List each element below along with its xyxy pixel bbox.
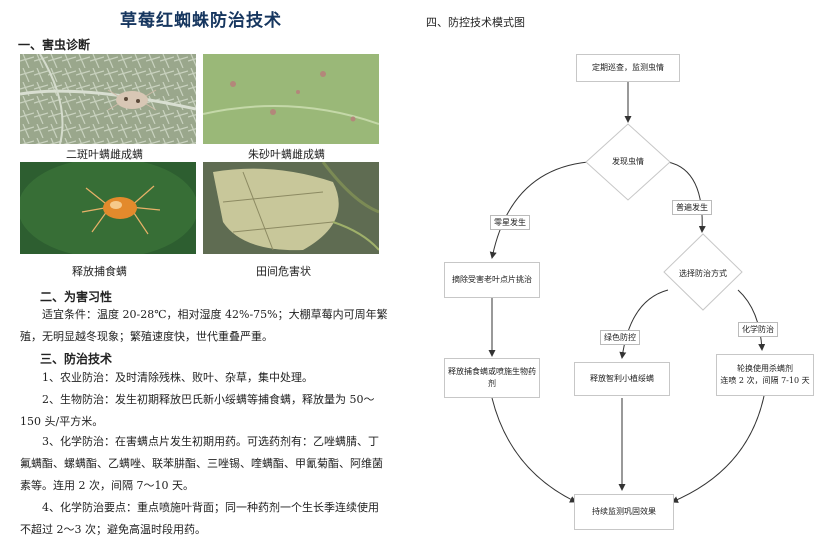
flowchart-title: 四、防控技术模式图: [426, 16, 525, 29]
caption-carmine-mite: 朱砂叶螨雌成螨: [248, 148, 325, 161]
label-sparse-occurrence: 零星发生: [490, 215, 530, 230]
photo-carmine-mite: [203, 54, 379, 144]
right-page: 四、防控技术模式图: [400, 0, 834, 546]
label-common-occurrence: 普遍发生: [672, 200, 712, 215]
tech-chemical-points: 4、化学防治要点：重点喷施叶背面；同一种药剂一个生长季连续使用不超过 2～3 次…: [20, 501, 379, 536]
node-rotate-acaricide: 轮换使用杀螨剂 连喷 2 次，间隔 7-10 天: [716, 354, 814, 396]
photo-field-damage: [203, 162, 379, 254]
page-title: 草莓红蜘蛛防治技术: [120, 11, 282, 31]
section-habit-heading: 二、为害习性: [40, 290, 113, 304]
left-page: 草莓红蜘蛛防治技术 一、害虫诊断 二斑叶螨雌成螨: [0, 0, 400, 546]
node-release-chile-mite: 释放智利小植绥螨: [574, 362, 670, 396]
label-chemical-control: 化学防治: [738, 322, 778, 337]
section-diagnosis-heading: 一、害虫诊断: [18, 38, 91, 52]
node-choose-method: 选择防治方式: [679, 269, 727, 278]
node-release-bio: 释放捕食螨或喷施生物药剂: [444, 358, 540, 398]
caption-field-damage: 田间危害状: [256, 265, 311, 278]
rotate-line-1: 轮换使用杀螨剂: [737, 364, 793, 373]
node-periodic-inspection: 定期巡查，监测虫情: [576, 54, 680, 82]
caption-two-spotted-mite: 二斑叶螨雌成螨: [66, 148, 143, 161]
node-pest-detected: 发现虫情: [612, 157, 644, 166]
photo-predatory-mite: [20, 162, 196, 254]
tech-agricultural: 1、农业防治：及时清除残株、败叶、杂草，集中处理。: [42, 371, 313, 384]
caption-predatory-mite: 释放捕食螨: [72, 265, 127, 278]
flowchart-connectors: [488, 82, 766, 503]
node-continuous-monitoring: 持续监测巩固效果: [574, 494, 674, 530]
tech-chemical: 3、化学防治：在害螨点片发生初期用药。可选药剂有：乙唑螨腈、丁氟螨酯、螺螨酯、乙…: [20, 435, 383, 492]
tech-biological: 2、生物防治：发生初期释放巴氏新小绥螨等捕食螨，释放量为 50～150 头/平方…: [20, 393, 375, 428]
photo-two-spotted-mite: [20, 54, 196, 144]
node-remove-leaves: 摘除受害老叶点片挑治: [444, 262, 540, 298]
label-green-control: 绿色防控: [600, 330, 640, 345]
rotate-line-2: 连喷 2 次，间隔 7-10 天: [720, 376, 810, 385]
habit-text: 适宜条件：温度 20-28℃，相对湿度 42%-75%；大棚草莓内可周年繁殖，无…: [20, 308, 388, 343]
section-control-heading: 三、防治技术: [40, 352, 113, 366]
